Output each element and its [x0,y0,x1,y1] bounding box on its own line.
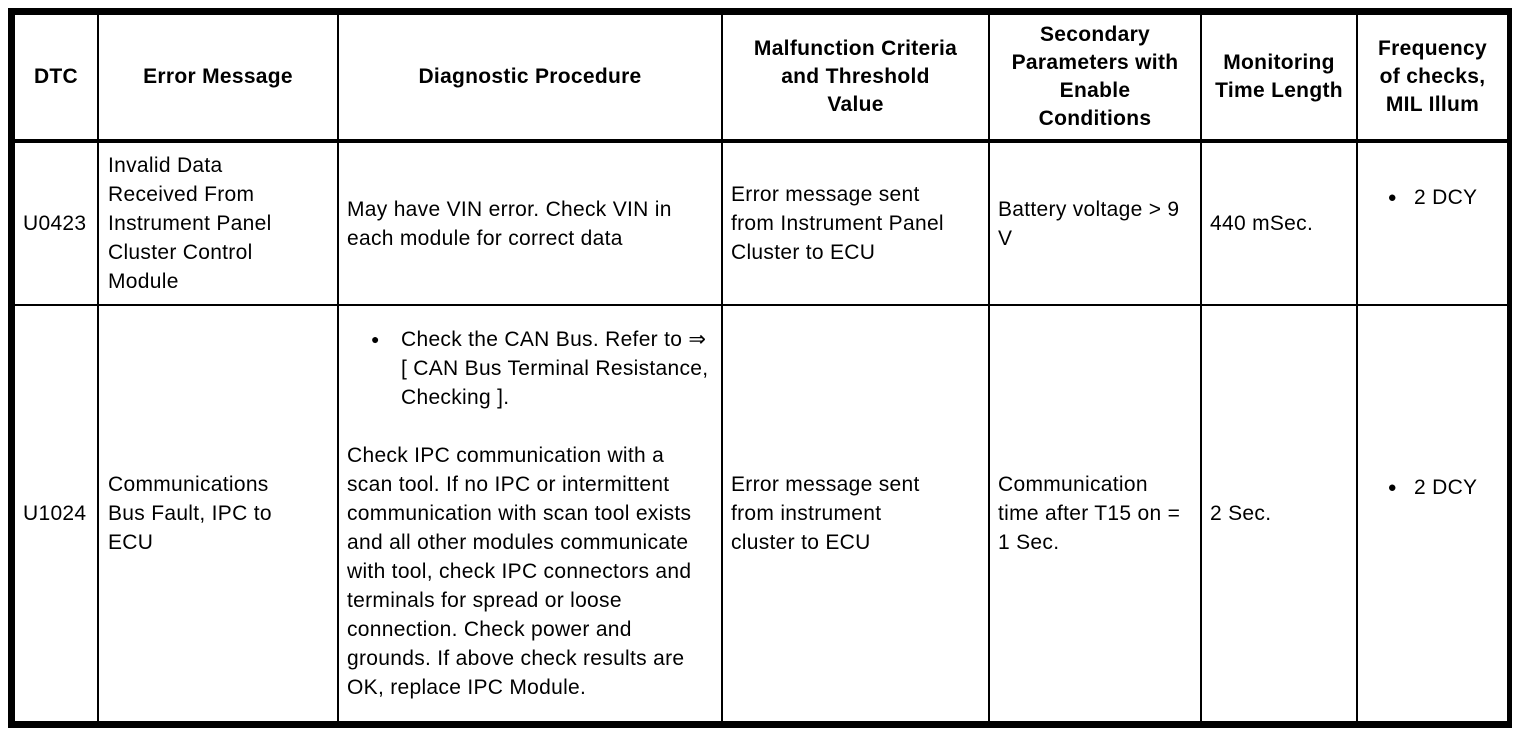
frequency-value: 2 DCY [1414,476,1478,499]
malfunction-criteria-cell: Error message sent from Instrument Panel… [721,140,990,306]
bullet-icon: ● [371,331,380,347]
diagnostic-bullet-text: Check the CAN Bus. Refer to ⇒ [ CAN Bus … [401,328,709,409]
dtc-code: U1024 [13,304,99,723]
frequency-entry: ● 2 DCY [1359,473,1506,502]
bullet-icon: ● [1387,189,1397,206]
diagnostic-procedure-cell: ● Check the CAN Bus. Refer to ⇒ [ CAN Bu… [337,304,723,723]
header-dtc: DTC [13,13,99,143]
malfunction-criteria-cell: Error message sent from instrument clust… [721,304,990,723]
frequency-cell: ● 2 DCY [1356,304,1509,723]
header-monitoring-time: Monitoring Time Length [1200,13,1358,143]
header-error-message: Error Message [97,13,339,143]
error-message-cell: Communications Bus Fault, IPC to ECU [97,304,339,723]
dtc-table-container: DTC Error Message Diagnostic Procedure M… [8,8,1512,728]
diagnostic-paragraph: Check IPC communication with a scan tool… [347,444,692,699]
diagnostic-bullet-item: ● Check the CAN Bus. Refer to ⇒ [ CAN Bu… [347,325,709,412]
dtc-table: DTC Error Message Diagnostic Procedure M… [13,13,1509,723]
header-row: DTC Error Message Diagnostic Procedure M… [13,13,1509,143]
bullet-icon: ● [1387,479,1397,496]
monitoring-time-cell: 2 Sec. [1200,304,1358,723]
frequency-value: 2 DCY [1414,186,1478,209]
error-message-cell: Invalid Data Received From Instrument Pa… [97,140,339,306]
frequency-cell: ● 2 DCY [1356,140,1509,306]
monitoring-time-cell: 440 mSec. [1200,140,1358,306]
header-malfunction-criteria: Malfunction Criteria and Threshold Value [721,13,990,143]
table-row: U1024 Communications Bus Fault, IPC to E… [13,304,1509,723]
table-row: U0423 Invalid Data Received From Instrum… [13,140,1509,306]
header-diagnostic-procedure: Diagnostic Procedure [337,13,723,143]
header-frequency: Frequency of checks, MIL Illum [1356,13,1509,143]
secondary-parameters-cell: Communication time after T15 on = 1 Sec. [988,304,1202,723]
diagnostic-paragraph: May have VIN error. Check VIN in each mo… [347,197,672,250]
frequency-entry: ● 2 DCY [1359,183,1506,212]
secondary-parameters-cell: Battery voltage > 9 V [988,140,1202,306]
header-secondary-parameters: Secondary Parameters with Enable Conditi… [988,13,1202,143]
dtc-code: U0423 [13,140,99,306]
diagnostic-procedure-cell: May have VIN error. Check VIN in each mo… [337,140,723,306]
